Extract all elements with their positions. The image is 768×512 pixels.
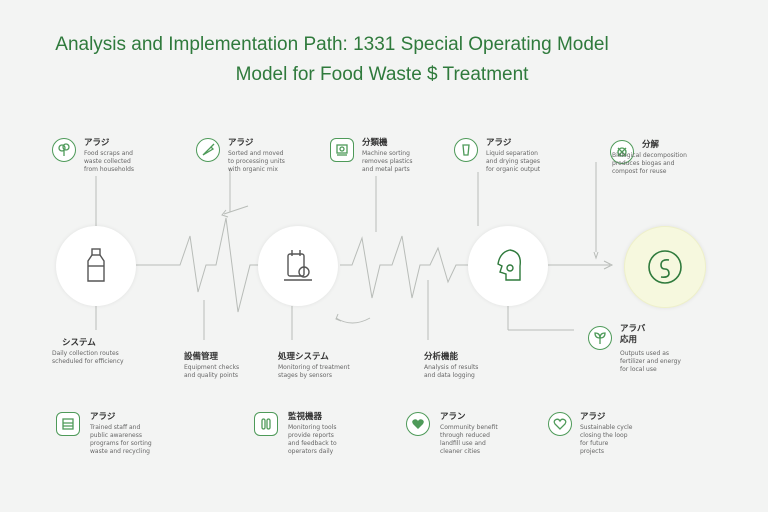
box-icon bbox=[56, 412, 80, 436]
step-label: 分類機 bbox=[362, 138, 388, 148]
step-desc: Monitoring tools provide reports and fee… bbox=[288, 424, 337, 455]
mid-label: 設備管理 bbox=[184, 352, 219, 362]
step-label: アラジ bbox=[486, 138, 512, 148]
carrot-icon bbox=[196, 138, 220, 162]
broccoli-icon bbox=[52, 138, 76, 162]
diagram-title-line2: Model for Food Waste $ Treatment bbox=[235, 64, 529, 85]
mid-desc: Analysis of results and data logging bbox=[424, 364, 479, 379]
step-label: アラジ bbox=[228, 138, 254, 148]
mid-desc: Daily collection routes scheduled for ef… bbox=[52, 350, 124, 365]
step-desc: Sorted and moved to processing units wit… bbox=[228, 150, 285, 173]
step-desc: Sustainable cycle closing the loop for f… bbox=[580, 424, 633, 455]
step-label: アラジ bbox=[84, 138, 110, 148]
step-desc: Community benefit through reduced landfi… bbox=[440, 424, 498, 455]
step-desc: Machine sorting removes plastics and met… bbox=[362, 150, 413, 173]
step-desc: Liquid separation and drying stages for … bbox=[486, 150, 541, 173]
node-processor bbox=[258, 226, 338, 306]
leaf-heart-icon bbox=[548, 412, 572, 436]
mid-desc: Equipment checks and quality points bbox=[184, 364, 240, 379]
sprout-icon bbox=[588, 326, 612, 350]
processor-icon bbox=[284, 250, 312, 281]
step-label: 監視機器 bbox=[288, 412, 323, 422]
diagram-title-line1: Analysis and Implementation Path: 1331 S… bbox=[55, 34, 609, 55]
mid-label: 処理システム bbox=[278, 352, 329, 362]
step-label: アラン bbox=[440, 412, 466, 422]
mid-desc: Monitoring of treatment stages by sensor… bbox=[278, 364, 350, 379]
step-label: アラジ bbox=[90, 412, 116, 422]
pods-icon bbox=[254, 412, 278, 436]
swirl-icon bbox=[648, 250, 682, 284]
node-head bbox=[468, 226, 548, 306]
step-desc: Biological decomposition produces biogas… bbox=[612, 152, 687, 175]
head-icon bbox=[497, 249, 521, 281]
step-label: アラジ bbox=[580, 412, 606, 422]
recycle-icon bbox=[610, 140, 634, 164]
machine-icon bbox=[330, 138, 354, 162]
step-label: アラバ 応用 bbox=[620, 324, 646, 345]
heart-icon bbox=[406, 412, 430, 436]
node-final bbox=[624, 226, 706, 308]
step-label: 分解 bbox=[642, 140, 660, 150]
step-desc: Food scraps and waste collected from hou… bbox=[84, 150, 135, 173]
bottle-icon bbox=[87, 248, 105, 282]
cup-icon bbox=[454, 138, 478, 162]
step-desc: Trained staff and public awareness progr… bbox=[90, 424, 152, 455]
step-desc: Outputs used as fertilizer and energy fo… bbox=[620, 350, 681, 373]
pulse-line bbox=[136, 217, 610, 313]
mid-label: システム bbox=[62, 338, 96, 348]
mid-label: 分析機能 bbox=[424, 352, 459, 362]
node-bottle bbox=[56, 226, 136, 306]
